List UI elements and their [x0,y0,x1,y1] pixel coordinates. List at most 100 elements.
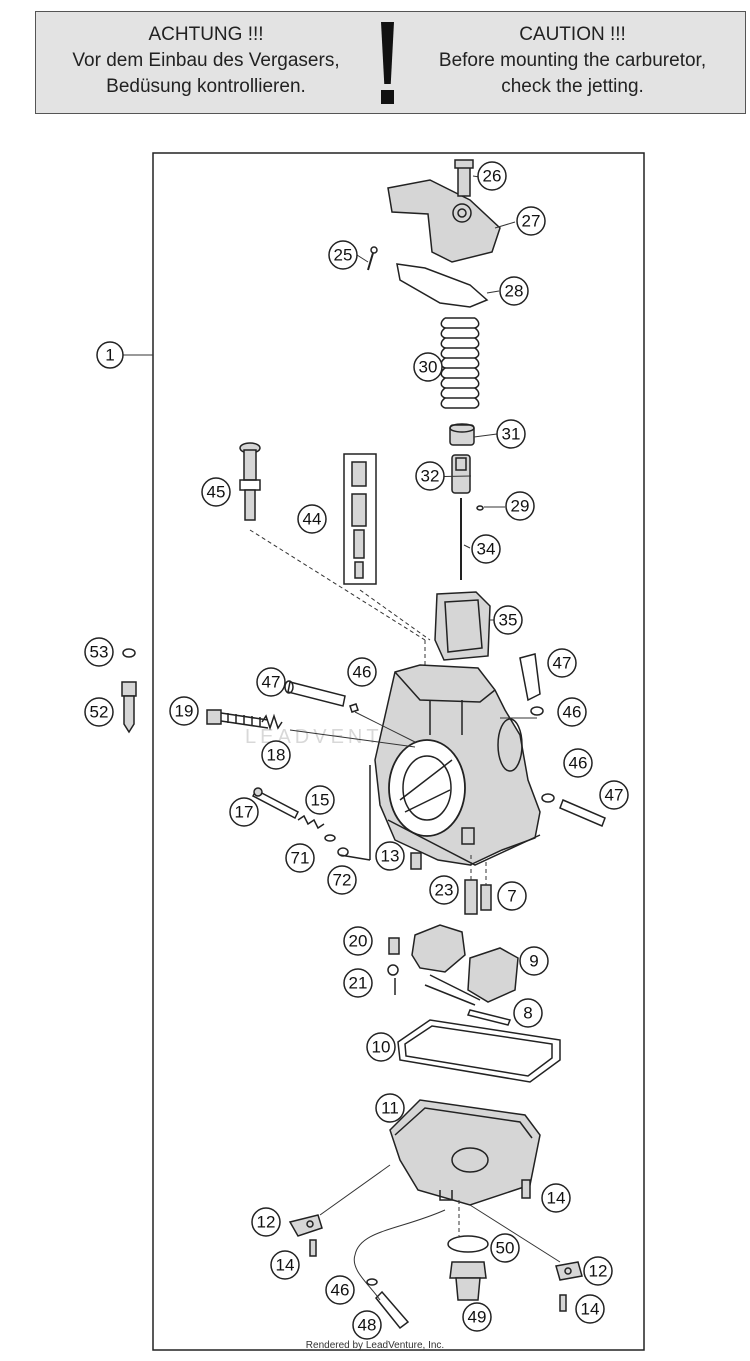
callout-46: 46 [557,697,587,727]
callout-10: 10 [366,1032,396,1062]
svg-text:49: 49 [468,1308,487,1327]
caution-banner: ACHTUNG !!! Vor dem Einbau des Vergasers… [35,11,746,114]
caution-en-line2: check the jetting. [501,76,644,97]
callout-18: 18 [261,740,291,770]
callout-52: 52 [84,697,114,727]
svg-text:10: 10 [372,1038,391,1057]
callout-20: 20 [343,926,373,956]
callout-47: 47 [599,780,629,810]
caution-en-title: CAUTION !!! [519,24,626,45]
callout-31: 31 [496,419,526,449]
callout-19: 19 [169,696,199,726]
footer-credit: Rendered by LeadVenture, Inc. [305,1340,445,1351]
caution-de-line2: Bedüsung kontrollieren. [106,76,306,97]
callout-21: 21 [343,968,373,998]
pilot-screw-part [252,765,371,861]
svg-text:46: 46 [569,754,588,773]
svg-text:15: 15 [311,791,330,810]
svg-text:34: 34 [477,540,496,559]
svg-text:47: 47 [605,786,624,805]
callout-23: 23 [429,875,459,905]
callout-48: 48 [352,1310,382,1340]
callout-34: 34 [471,534,501,564]
callout-45: 45 [201,477,231,507]
callout-25: 25 [328,240,358,270]
svg-text:23: 23 [435,881,454,900]
callout-1: 1 [96,341,124,369]
carb-top-cover-part [367,159,501,308]
needle-assembly-part [449,423,484,580]
throttle-stop-screw-part [206,709,416,748]
svg-text:31: 31 [502,425,521,444]
svg-text:8: 8 [523,1004,532,1023]
callout-72: 72 [327,865,357,895]
svg-text:21: 21 [349,974,368,993]
float-bowl-part [319,1099,561,1263]
callout-14: 14 [541,1183,571,1213]
caution-en-line1: Before mounting the carburetor, [438,50,707,71]
svg-text:29: 29 [511,497,530,516]
svg-text:30: 30 [419,358,438,377]
throttle-slide-part [434,591,491,661]
svg-text:27: 27 [522,212,541,231]
svg-text:19: 19 [175,702,194,721]
callout-53: 53 [84,637,114,667]
callout-44: 44 [297,504,327,534]
svg-text:50: 50 [496,1239,515,1258]
svg-text:7: 7 [507,887,516,906]
callout-30: 30 [413,352,443,382]
callout-46: 46 [325,1275,355,1305]
overflow-hose-part [353,1209,446,1330]
callout-47: 47 [547,648,577,678]
bracket-part [288,1214,583,1312]
air-screw-part [239,442,426,665]
caution-english: CAUTION !!! Before mounting the carburet… [400,22,745,100]
callout-14: 14 [575,1294,605,1324]
jet-needle-part [121,681,137,734]
svg-text:45: 45 [207,483,226,502]
callout-71: 71 [285,843,315,873]
svg-text:52: 52 [90,703,109,722]
svg-text:35: 35 [499,611,518,630]
callout-13: 13 [375,841,405,871]
svg-text:14: 14 [547,1189,566,1208]
svg-text:72: 72 [333,871,352,890]
float-part [387,924,519,1026]
main-jet-part [410,852,492,915]
callout-14: 14 [270,1250,300,1280]
caution-de-title: ACHTUNG !!! [148,24,264,45]
svg-text:47: 47 [553,654,572,673]
callout-46: 46 [563,748,593,778]
callout-7: 7 [497,881,527,911]
caution-german: ACHTUNG !!! Vor dem Einbau des Vergasers… [36,22,376,100]
callout-35: 35 [493,605,523,635]
svg-text:25: 25 [334,246,353,265]
callout-26: 26 [477,161,507,191]
callout-15: 15 [305,785,335,815]
callout-8: 8 [513,998,543,1028]
o-ring-part [122,648,136,658]
callout-29: 29 [505,491,535,521]
jet-kit-part [343,453,431,641]
svg-text:14: 14 [581,1300,600,1319]
svg-text:13: 13 [381,847,400,866]
svg-text:12: 12 [589,1262,608,1281]
svg-text:71: 71 [291,849,310,868]
hose-part [284,653,606,827]
svg-text:11: 11 [381,1099,399,1118]
throttle-spring-part [440,317,480,409]
callout-12: 12 [251,1207,281,1237]
callout-17: 17 [229,797,259,827]
svg-text:14: 14 [276,1256,295,1275]
exclamation-icon [376,18,400,108]
svg-text:46: 46 [563,703,582,722]
callout-11: 11 [375,1093,405,1123]
svg-text:46: 46 [353,663,372,682]
callout-47: 47 [256,667,286,697]
svg-text:46: 46 [331,1281,350,1300]
callout-50: 50 [490,1233,520,1263]
caution-de-line1: Vor dem Einbau des Vergasers, [72,50,340,71]
svg-text:18: 18 [267,746,286,765]
float-bowl-gasket-part [397,1019,561,1083]
callout-49: 49 [462,1302,492,1332]
